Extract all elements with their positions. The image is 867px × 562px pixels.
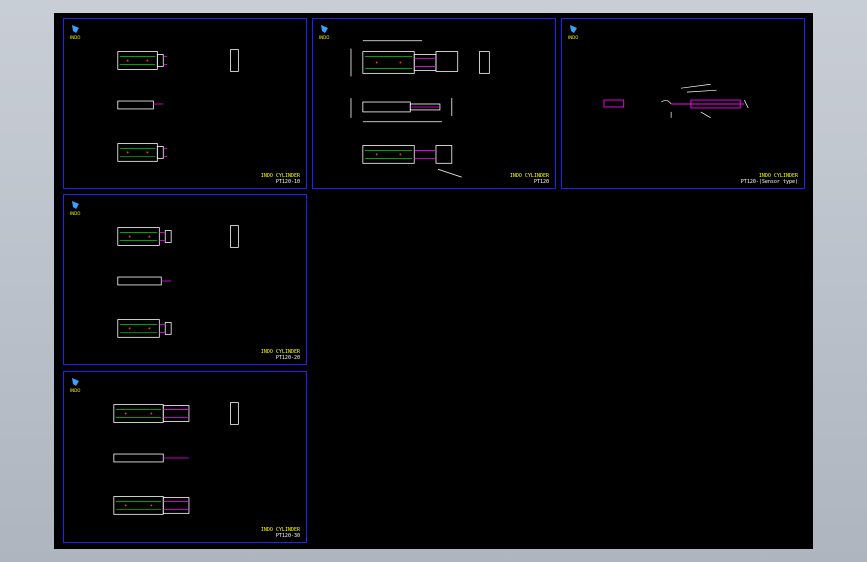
drawing-sheet-1[interactable]: INDO INDO CYLINDER PT120-10 bbox=[63, 18, 307, 189]
sheet-2-drawing bbox=[350, 40, 490, 178]
title-block-company: INDO CYLINDER bbox=[260, 173, 300, 179]
sheet-5-drawing bbox=[113, 402, 239, 515]
sheet-1-drawing bbox=[117, 49, 239, 162]
title-block-company: INDO CYLINDER bbox=[260, 349, 300, 355]
company-logo-icon: INDO bbox=[568, 24, 580, 40]
title-block-company: INDO CYLINDER bbox=[758, 173, 798, 179]
title-block-1: INDO CYLINDER PT120-10 bbox=[261, 173, 300, 185]
title-block-company: INDO CYLINDER bbox=[260, 527, 300, 533]
logo-text: INDO bbox=[70, 35, 80, 40]
drawing-sheet-5[interactable]: INDO INDO CYLINDER PT120-30 bbox=[63, 371, 307, 543]
logo-text: INDO bbox=[568, 35, 578, 40]
title-block-company: INDO CYLINDER bbox=[509, 173, 549, 179]
sheet-4-drawing bbox=[117, 225, 239, 338]
logo-text: INDO bbox=[319, 35, 329, 40]
drawing-sheet-4[interactable]: INDO INDO CYLINDER PT120-20 bbox=[63, 194, 307, 365]
logo-text: INDO bbox=[70, 211, 80, 216]
company-logo-icon: INDO bbox=[70, 200, 82, 216]
drawing-sheet-2[interactable]: INDO INDO CYLINDER PT120 bbox=[312, 18, 556, 189]
title-block-5: INDO CYLINDER PT120-30 bbox=[261, 527, 300, 539]
drawing-sheet-3[interactable]: INDO INDO CYLINDER PT120-(Sensor type) bbox=[561, 18, 805, 189]
title-block-model: PT120-10 bbox=[275, 179, 300, 185]
cad-viewport[interactable]: INDO INDO CYLINDER PT120-10 bbox=[54, 13, 813, 549]
sheet-3-drawing bbox=[603, 83, 749, 119]
title-block-2: INDO CYLINDER PT120 bbox=[510, 173, 549, 185]
company-logo-icon: INDO bbox=[319, 24, 331, 40]
title-block-4: INDO CYLINDER PT120-20 bbox=[261, 349, 300, 361]
title-block-model: PT120-30 bbox=[275, 533, 300, 539]
title-block-model: PT120-(Sensor type) bbox=[740, 179, 798, 185]
company-logo-icon: INDO bbox=[70, 377, 82, 393]
title-block-model: PT120-20 bbox=[275, 355, 300, 361]
logo-text: INDO bbox=[70, 388, 80, 393]
company-logo-icon: INDO bbox=[70, 24, 82, 40]
title-block-model: PT120 bbox=[533, 179, 549, 185]
title-block-3: INDO CYLINDER PT120-(Sensor type) bbox=[741, 173, 798, 185]
